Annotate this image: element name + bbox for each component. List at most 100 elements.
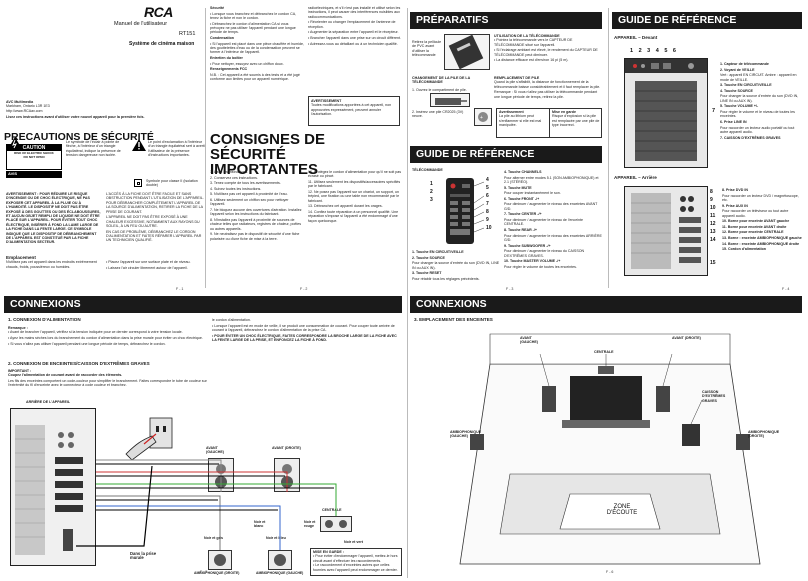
rear-unit-connection-illustration — [10, 408, 96, 566]
speaker-surround-left — [268, 550, 292, 570]
callout-14: 14 — [710, 237, 716, 243]
panel-f5: CONNEXIONS 1. CONNEXION D'ALIMENTATION R… — [4, 296, 404, 578]
centrale-label: CENTRALE — [322, 508, 342, 512]
emplacement-title: Emplacement — [6, 255, 36, 260]
remplacement-section: REMPLACEMENT DE PILE Quand la pile s'aff… — [494, 76, 601, 99]
warning-box-divider — [549, 109, 550, 137]
callout-5: 5 — [486, 185, 489, 191]
remarque-label: Remarque : — [8, 326, 28, 330]
ambio-droite-label: AMBIOPHONIQUE (DROITE) — [194, 571, 240, 575]
callout-9: 9 — [486, 217, 489, 223]
telecommande-label: TÉLÉCOMMANDE — [412, 168, 443, 172]
room-avant-droite: AVANT (DROITE) — [672, 336, 701, 340]
tele-items-left: 1. Touche EN CIRCUIT/VEILLE 2. Touche SO… — [412, 250, 500, 281]
rear-item-11: 11. Borne pour enceinte AVANT droite — [722, 224, 787, 229]
guide-heading-1: GUIDE DE RÉFÉRENCE — [410, 146, 602, 163]
warning-col-left: AVERTISSEMENT : POUR RÉDUIRE LE RISQUE D… — [6, 192, 101, 245]
tele-items-right: 4. Touche CHANNELS Pour alterner entre m… — [504, 170, 604, 270]
zone-ecoute-label: ZONE D'ÉCOUTE — [606, 504, 638, 516]
rear-item-13: 13. Borne : enceinte AMBIOPHONIQUE gauch… — [722, 235, 802, 240]
front-items: 1. Capteur de télécommande 2. Voyant de … — [720, 62, 802, 141]
battery-step1-illustration — [430, 93, 470, 107]
connexions-heading-1: CONNEXIONS — [4, 296, 402, 313]
model-number: RT151 — [179, 31, 196, 37]
callout-10-rear: 10 — [710, 205, 716, 211]
speaker-surround-right — [208, 550, 232, 570]
room-layout-illustration — [459, 333, 761, 565]
pile-step2: 2. Insérez une pile CR2025 (3V) neuve. — [412, 110, 464, 119]
callout-7: 7 — [486, 201, 489, 207]
subtitle: Système de cinéma maison — [129, 41, 195, 47]
noir-gris-label: Noir et gris — [204, 536, 223, 540]
securite-col2: radioélectriques, et s'il n'est pas inst… — [308, 6, 401, 46]
emplacement-section: Emplacement N'utilisez pas cet appareil … — [6, 255, 104, 269]
panel-f1: RCA Manuel de l'utilisateur RT151 Systèm… — [4, 4, 206, 294]
dans-prise-label: Dans la prise murale — [130, 551, 157, 561]
avant-droite-label: AVANT (DROITE) — [272, 446, 301, 450]
callout-11: 11 — [710, 213, 716, 219]
company-note: Lisez ces instructions avant d'utiliser … — [6, 115, 145, 120]
emplacement-bullets: • Placez l'appareil sur une surface plat… — [106, 260, 191, 270]
rear-item-12: 12. Borne pour enceinte CENTRALE — [722, 230, 784, 235]
securite-col1: Sécurité • Lorsque vous branchez et débr… — [210, 6, 304, 82]
company-url: http://www.RCAav.com — [6, 108, 43, 113]
front-unit-illustration — [624, 58, 708, 168]
tele-item-3: 3. Touche RESET — [412, 271, 442, 276]
front-title: APPAREIL – Devant — [614, 35, 658, 40]
page-number-f6: F - 6 — [606, 570, 614, 574]
caution-text-col2: Le point d'exclamation à l'intérieur d'u… — [148, 140, 207, 158]
callout-12: 12 — [710, 221, 716, 227]
column-divider-3 — [608, 8, 609, 288]
rca-logo: RCA — [144, 4, 173, 20]
room-ambio-droite: AMBIOPHONIQUE (DROITE) — [748, 430, 780, 439]
tele-item-2: 2. Touche SOURCE — [412, 255, 445, 260]
consignes-heading: CONSIGNES DE SÉCURITÉ IMPORTANTES — [210, 131, 326, 178]
front-item-3: 3. Touche EN CIRCUIT/VEILLE — [720, 83, 772, 88]
room-caisson: CAISSON D'EXTRÊMES GRAVES — [702, 390, 726, 403]
callout-13: 13 — [710, 229, 716, 235]
rear-item-9: 9. Prise AUX IN — [722, 203, 748, 208]
room-centrale: CENTRALE — [594, 350, 614, 354]
column-divider-1 — [205, 8, 206, 288]
consignes-col1: 1. Lisez les instructions. 2. Conservez … — [210, 170, 302, 241]
noir-blanc-label: Noir et blanc — [254, 520, 266, 529]
company-info: AVC Multimedia Markham, Ontario L3R 1E3 … — [6, 100, 206, 120]
front-item-6: 6. Prise LINE IN — [720, 119, 747, 124]
battery-step2-illustration: + — [474, 108, 492, 126]
front-item-1: 1. Capteur de télécommande — [720, 62, 769, 66]
callout-10: 10 — [486, 225, 492, 231]
noir-vert-label: Noir et vert — [344, 540, 363, 544]
speaker-center — [320, 516, 352, 532]
mise-en-garde-box: MISE EN GARDE : • Pour éviter d'endommag… — [310, 548, 402, 576]
tele-item-8: 8. Touche REAR -/+ — [504, 227, 537, 232]
caution-line2: DO NOT OPEN — [23, 155, 45, 159]
rear-item-15: 15. Cordon d'alimentation — [722, 247, 766, 252]
callout-6: 6 — [486, 193, 489, 199]
caution-line1: RISK OF ELECTRIC SHOCK — [14, 151, 54, 155]
rear-items: 8. Prise DVD IN Pour raccorder un lecteu… — [722, 188, 802, 252]
panel-f4: GUIDE DE RÉFÉRENCE APPAREIL – Devant 1 2… — [612, 4, 804, 294]
pile-step1: 1. Ouvrez le compartiment de pile. — [412, 88, 467, 92]
avertissement-box-f2: AVERTISSEMENT Toutes modifications appor… — [308, 96, 400, 126]
callout-7-front: 7 — [712, 108, 716, 114]
svg-text:+: + — [480, 115, 483, 121]
room-ambio-gauche: AMBIOPHONIQUE (GAUCHE) — [450, 430, 482, 439]
avis-label: AVIS — [6, 171, 62, 178]
guide-heading-2: GUIDE DE RÉFÉRENCE — [612, 12, 802, 29]
telecommande-usage-title: UTILISATION DE LA TÉLÉCOMMANDE — [494, 34, 560, 38]
class-ii-note: Symbole pour classe II (isolation double… — [146, 179, 198, 188]
c2-title: 2. CONNEXION DE ENCEINTES/CAISSON D'EXTR… — [8, 361, 150, 366]
telecommande-usage: UTILISATION DE LA TÉLÉCOMMANDE • Pointez… — [494, 34, 602, 64]
mise-en-garde-label: Mise en garde — [552, 110, 576, 114]
callout-3: 3 — [430, 197, 433, 203]
exclamation-triangle-icon — [132, 138, 146, 156]
page-number-f5: F - 5 — [200, 570, 208, 574]
speaker-wires — [76, 459, 337, 550]
callout-8: 8 — [710, 189, 713, 195]
manual-title: Manuel de l'utilisateur — [114, 21, 168, 27]
pile-title: CHANGEMENT DE LA PILE DE LA TÉLÉCOMMANDE — [412, 76, 471, 85]
